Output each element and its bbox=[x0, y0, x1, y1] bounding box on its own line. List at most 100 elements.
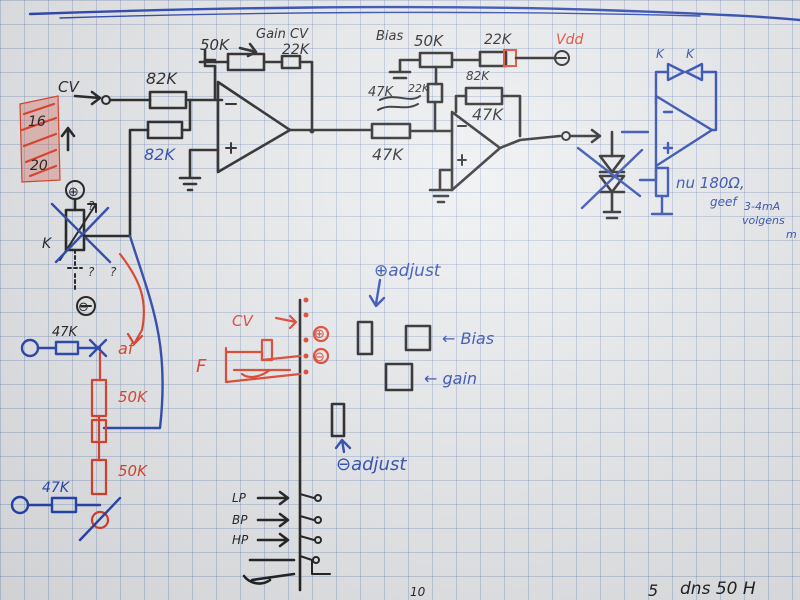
resistor-180 bbox=[654, 166, 670, 198]
label-47k-feedback: 47K bbox=[472, 105, 504, 124]
label-22k-vdd: 22K bbox=[484, 32, 513, 48]
panel-bp: BP bbox=[232, 513, 248, 527]
scribbled-47k bbox=[377, 95, 421, 111]
red-pot bbox=[260, 338, 274, 362]
note-line-2: 3-4mA bbox=[744, 200, 780, 213]
blue-arrow bbox=[334, 438, 352, 454]
panel-gain: ← gain bbox=[424, 369, 477, 388]
wire bbox=[213, 60, 314, 134]
label-gain-cv: Gain CV bbox=[256, 27, 309, 42]
label-20: 20 bbox=[30, 158, 48, 174]
labels: CV 82K 82K 50K Gain CV 22K Bias 50K 22K … bbox=[28, 27, 797, 600]
label-47k-a: 47K bbox=[368, 85, 395, 100]
minus-terminal bbox=[76, 296, 96, 316]
red-dot bbox=[303, 353, 309, 359]
crossed-out-leds bbox=[576, 146, 644, 210]
wire-feedback bbox=[128, 128, 150, 238]
blue-feedback bbox=[654, 70, 718, 132]
note-line-1: geef bbox=[710, 195, 738, 209]
junction-dot bbox=[309, 128, 315, 134]
label-180-ohm: nu 180Ω, bbox=[676, 174, 745, 192]
label-q3: ? bbox=[88, 265, 95, 279]
blue-minus-terminal bbox=[10, 495, 30, 515]
led-output-stage bbox=[568, 62, 718, 220]
blue-plus-terminal bbox=[20, 338, 40, 358]
panel-minus-adjust: ⊖adjust bbox=[336, 454, 407, 475]
switch-contact bbox=[314, 516, 322, 524]
hp-arrow bbox=[256, 532, 290, 548]
scribble-c: dns 50 H bbox=[680, 579, 756, 599]
label-q2: ? bbox=[110, 265, 117, 279]
resistor-47k-feedback bbox=[464, 86, 504, 106]
arrow-up bbox=[60, 126, 76, 152]
blue-opamp-pins bbox=[662, 110, 674, 155]
crossed-out-pot bbox=[50, 202, 112, 264]
bias-ground bbox=[388, 58, 422, 80]
bottom-wires bbox=[242, 558, 296, 585]
dashed-wire bbox=[67, 249, 83, 291]
top-blue-scribble bbox=[28, 5, 800, 22]
cv-arrow bbox=[274, 314, 298, 330]
label-diode-k-left: K bbox=[656, 47, 665, 61]
label-minus: ⊖ bbox=[78, 300, 89, 315]
vdd-terminal bbox=[554, 50, 570, 66]
blue-opamp bbox=[654, 94, 714, 168]
panel-layout bbox=[224, 278, 432, 592]
resistor-22k-vdd bbox=[478, 50, 508, 68]
red-arrow-curve bbox=[118, 252, 146, 346]
label-47k-input: 47K bbox=[372, 145, 404, 164]
pot-wiper bbox=[238, 42, 284, 64]
label-22k-small: 22K bbox=[408, 82, 430, 95]
blue-slash bbox=[78, 496, 122, 542]
resistor-47k-top bbox=[54, 340, 80, 356]
wire bbox=[454, 94, 468, 114]
note-line-4: m bbox=[786, 228, 797, 241]
ground-symbol bbox=[178, 148, 220, 192]
red-dot bbox=[303, 312, 309, 318]
wire bbox=[184, 58, 224, 102]
note-line-3: volgens bbox=[742, 214, 785, 227]
blue-ground bbox=[650, 194, 674, 216]
pot-50k-bottom bbox=[90, 458, 108, 496]
panel-label-cv: CV bbox=[232, 312, 254, 330]
blue-arrow bbox=[368, 278, 386, 308]
red-dot bbox=[303, 337, 309, 343]
resistor-47k-in bbox=[370, 122, 412, 140]
label-vdd: Vdd bbox=[556, 32, 583, 48]
red-plus-circle bbox=[312, 325, 330, 343]
switch-contact bbox=[312, 556, 320, 564]
label-47k-top: 47K bbox=[52, 325, 79, 340]
label-k: K bbox=[42, 236, 53, 252]
wire bbox=[180, 98, 192, 132]
minus-adjust-box bbox=[330, 402, 346, 438]
red-arrowhead bbox=[126, 332, 144, 346]
resistor-82k-feedback bbox=[146, 120, 184, 140]
panel-plus-adjust: ⊕adjust bbox=[374, 261, 442, 281]
ground-symbol bbox=[428, 168, 454, 204]
top-blue-scribble-2 bbox=[59, 11, 701, 19]
wire bbox=[198, 48, 218, 64]
panel-hp: HP bbox=[232, 533, 249, 547]
label-16: 16 bbox=[28, 114, 46, 130]
opamp-2 bbox=[450, 110, 502, 192]
panel-plus-small: ⊕ bbox=[314, 327, 325, 342]
panel-bias: ← Bias bbox=[442, 329, 494, 348]
label-bias: Bias bbox=[376, 29, 403, 44]
red-circle bbox=[90, 510, 110, 530]
label-q1: ? bbox=[88, 199, 95, 213]
bp-arrow bbox=[256, 512, 290, 528]
label-diode-k-right: K bbox=[686, 47, 695, 61]
pot-50k-bias bbox=[418, 51, 454, 69]
opamp-1-pins bbox=[225, 103, 237, 154]
scribble-a: 10 bbox=[410, 585, 426, 599]
ground bbox=[602, 190, 622, 220]
switch-contact bbox=[314, 494, 322, 502]
pot-k bbox=[64, 208, 86, 252]
label-af: af bbox=[118, 339, 136, 358]
label-47k-bottom: 47K bbox=[42, 480, 71, 496]
red-dot bbox=[303, 369, 309, 375]
bias-opamp-stage bbox=[370, 49, 571, 204]
red-minus-circle bbox=[312, 347, 330, 365]
panel-label-f: F bbox=[196, 356, 207, 377]
